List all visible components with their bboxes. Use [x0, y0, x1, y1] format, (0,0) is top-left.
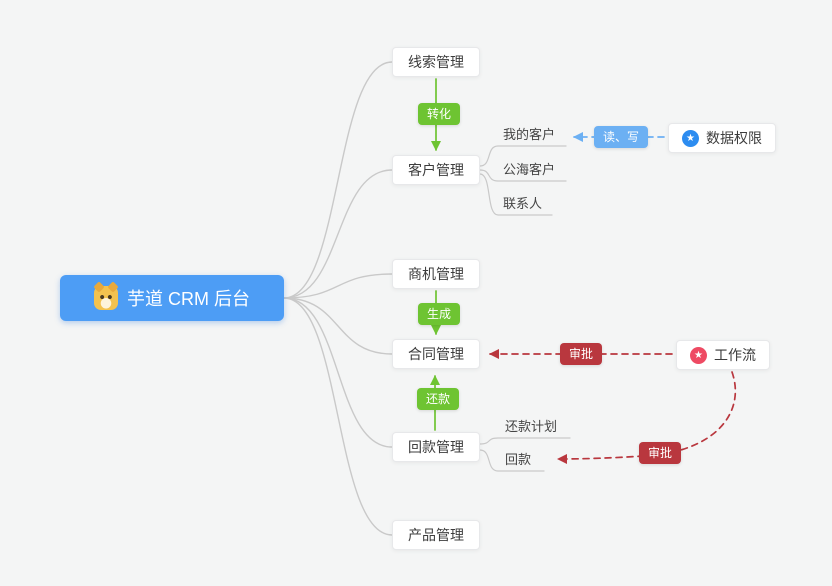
leaf-receipt: 回款	[505, 452, 532, 467]
star-circle-icon: ★	[690, 346, 707, 364]
node-data-permission: ★ 数据权限	[668, 123, 776, 153]
leaf-repayment-plan: 还款计划	[505, 419, 558, 434]
edge-root-product	[283, 297, 393, 536]
data-permission-label: 数据权限	[706, 130, 762, 146]
node-receivable: 回款管理	[392, 432, 480, 462]
node-workflow: ★ 工作流	[676, 340, 770, 370]
badge-generate: 生成	[418, 303, 461, 325]
edge-root-contract	[283, 297, 393, 355]
edge-customer-my-customer	[479, 145, 567, 167]
leaf-public-sea-customer: 公海客户	[503, 162, 556, 177]
edge-root-receivable	[283, 297, 393, 448]
node-contract: 合同管理	[392, 339, 480, 369]
node-product: 产品管理	[392, 520, 480, 550]
badge-read-write: 读、写	[594, 126, 649, 148]
node-leads: 线索管理	[392, 47, 480, 77]
edge-root-opportunity	[283, 273, 393, 299]
edge-customer-contacts	[479, 173, 553, 216]
edge-receivable-plan	[479, 437, 571, 445]
badge-convert: 转化	[418, 103, 461, 125]
badge-approve-receivable: 审批	[639, 442, 682, 464]
star-circle-icon: ★	[682, 129, 699, 147]
node-customer: 客户管理	[392, 155, 480, 185]
root-node-crm: 芋道 CRM 后台	[60, 275, 284, 321]
badge-approve-contract: 审批	[560, 343, 603, 365]
badge-repay: 还款	[417, 388, 460, 410]
edge-receivable-receipt	[479, 449, 545, 472]
node-opportunity: 商机管理	[392, 259, 480, 289]
edge-root-leads	[283, 61, 393, 299]
edge-root-customer	[283, 169, 393, 299]
leaf-my-customer: 我的客户	[503, 127, 556, 142]
leaf-contacts: 联系人	[503, 196, 543, 211]
root-label: 芋道 CRM 后台	[127, 289, 250, 309]
workflow-label: 工作流	[714, 347, 756, 363]
edge-customer-public-sea	[479, 169, 567, 182]
doge-icon	[94, 286, 118, 310]
